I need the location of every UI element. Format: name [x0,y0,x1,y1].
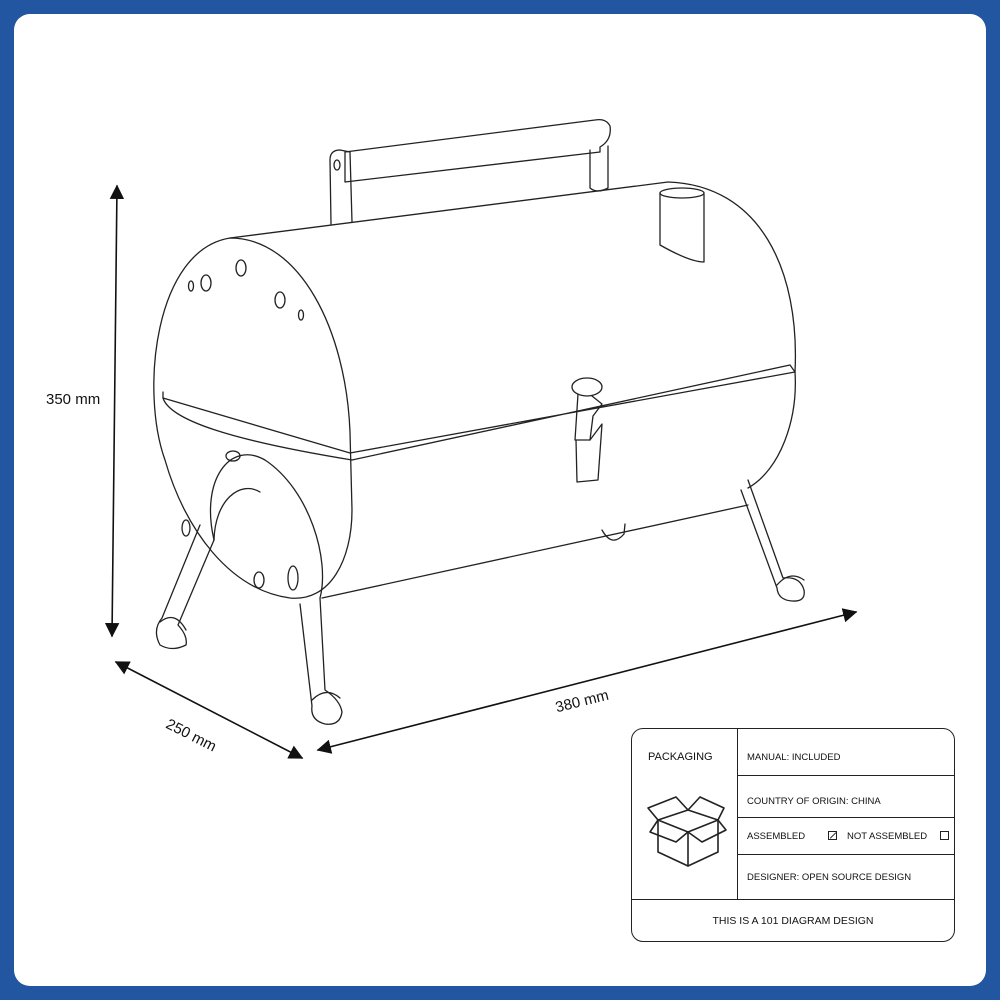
front-legs [155,454,343,725]
height-label: 350 mm [46,391,101,408]
country-info: COUNTRY OF ORIGIN: CHINA [747,796,881,807]
packaging-label: PACKAGING [648,751,713,763]
footer-text: THIS IS A 101 DIAGRAM DESIGN [712,915,874,927]
packaging-info-box: PACKAGING MANUAL: INCLUDED COUNTRY OF OR… [631,728,955,942]
not-assembled-checkbox[interactable] [940,831,949,840]
width-dimension-arrow [316,608,858,754]
barrel-body [153,181,797,599]
box-icon [647,796,727,867]
not-assembled-label: NOT ASSEMBLED [847,831,928,842]
depth-dimension-arrow [114,661,304,759]
diagram-canvas [14,14,986,986]
assembled-checkbox[interactable] [828,831,837,840]
manual-info: MANUAL: INCLUDED [747,752,841,763]
back-right-leg [740,479,805,602]
assembled-label: ASSEMBLED [747,831,806,842]
height-dimension-arrow [104,184,125,638]
handle [329,118,611,225]
designer-info: DESIGNER: OPEN SOURCE DESIGN [747,872,912,883]
